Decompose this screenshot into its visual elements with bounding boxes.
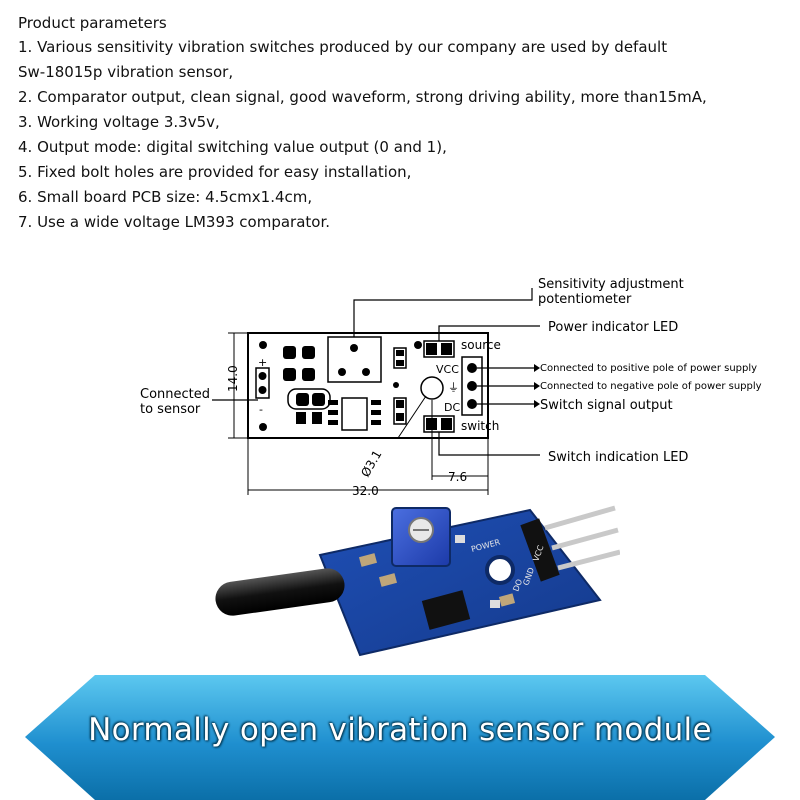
connected-sensor-label: Connected	[140, 387, 210, 402]
connected-sensor-label-2: to sensor	[140, 402, 201, 417]
plus-label: +	[258, 356, 267, 369]
width-dimension: 32.0	[352, 484, 379, 498]
power-led-label: Power indicator LED	[548, 320, 678, 335]
parameter-line: 4. Output mode: digital switching value …	[18, 138, 447, 156]
pcb-board	[318, 508, 602, 657]
parameter-line: 2. Comparator output, clean signal, good…	[18, 88, 707, 106]
minus-label: -	[259, 403, 263, 416]
parameter-line: 6. Small board PCB size: 4.5cmx1.4cm,	[18, 188, 313, 206]
mounting-hole	[420, 376, 444, 400]
hole-diameter-dimension: Ø3.1	[358, 448, 384, 480]
sensitivity-label-2: potentiometer	[538, 292, 632, 307]
hole-offset-dimension: 7.6	[448, 470, 467, 484]
switch-label: switch	[461, 419, 499, 433]
source-label: source	[461, 338, 501, 352]
parameter-line: 1. Various sensitivity vibration switche…	[18, 38, 668, 56]
negative-pole-label: Connected to negative pole of power supp…	[540, 381, 762, 392]
sensitivity-label: Sensitivity adjustment	[538, 277, 684, 292]
product-parameters: Product parameters 1. Various sensitivit…	[18, 12, 793, 235]
signal-output-label: Switch signal output	[540, 398, 673, 413]
vcc-label: VCC	[436, 363, 459, 376]
silkscreen-do: DO	[511, 578, 524, 593]
banner-title: Normally open vibration sensor module	[88, 712, 712, 748]
parameter-line: 5. Fixed bolt holes are provided for eas…	[18, 163, 412, 181]
dc-label: DC	[444, 401, 460, 414]
parameter-line: Sw-18015p vibration sensor,	[18, 63, 234, 81]
gnd-symbol: ⏚	[448, 381, 459, 394]
height-dimension: 14.0	[226, 365, 240, 392]
potentiometer	[327, 336, 382, 383]
module-diagram: + - VCC ⏚ DC source switch 14.0	[140, 277, 762, 498]
parameter-line: 7. Use a wide voltage LM393 comparator.	[18, 213, 331, 231]
switch-led-label: Switch indication LED	[548, 450, 688, 465]
parameters-heading: Product parameters	[18, 14, 167, 32]
title-banner	[25, 675, 775, 800]
product-photo: POWER DO GND VCC	[215, 505, 620, 657]
comparator-chip	[341, 397, 368, 431]
sensor-connector	[255, 367, 270, 399]
vibration-sensor-tube	[215, 568, 345, 616]
parameter-line: 3. Working voltage 3.3v5v,	[18, 113, 220, 131]
positive-pole-label: Connected to positive pole of power supp…	[540, 363, 757, 374]
